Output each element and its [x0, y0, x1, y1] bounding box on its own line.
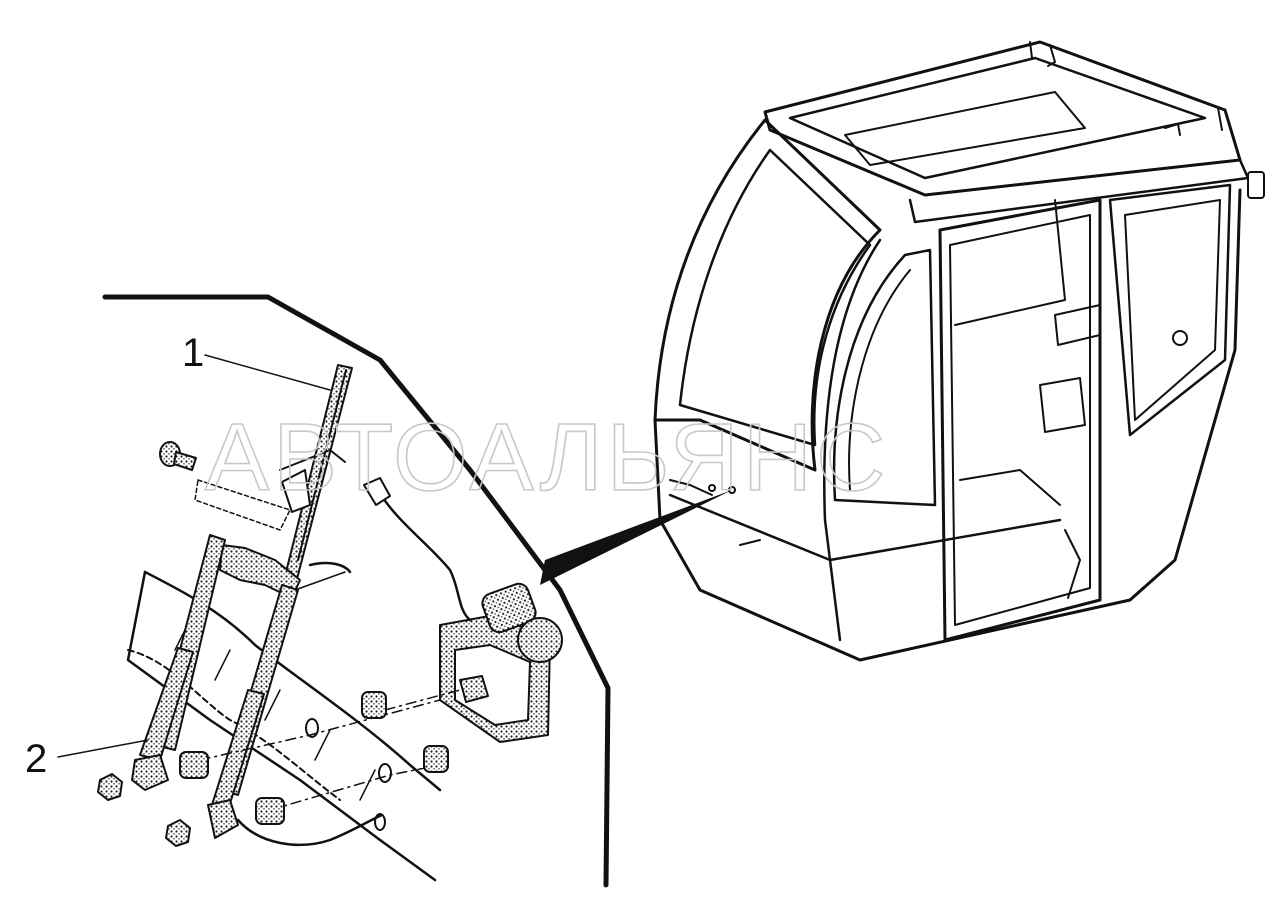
callout-leader-1: [204, 354, 331, 391]
washer-nozzle: [159, 441, 291, 531]
cab-illustration: [653, 40, 1265, 662]
callout-number-1: 1: [182, 331, 204, 375]
callout-number-2: 2: [25, 737, 47, 781]
mount-point-marker: [708, 484, 716, 492]
fasteners: [97, 689, 461, 847]
detail-pointer: [540, 490, 732, 585]
callout-leader-2: [57, 739, 149, 758]
wiper-assembly: [131, 364, 384, 846]
wiper-motor: [363, 477, 563, 743]
watermark-text: АВТОАЛЬЯНС: [205, 404, 889, 511]
window-outline: [102, 294, 611, 888]
